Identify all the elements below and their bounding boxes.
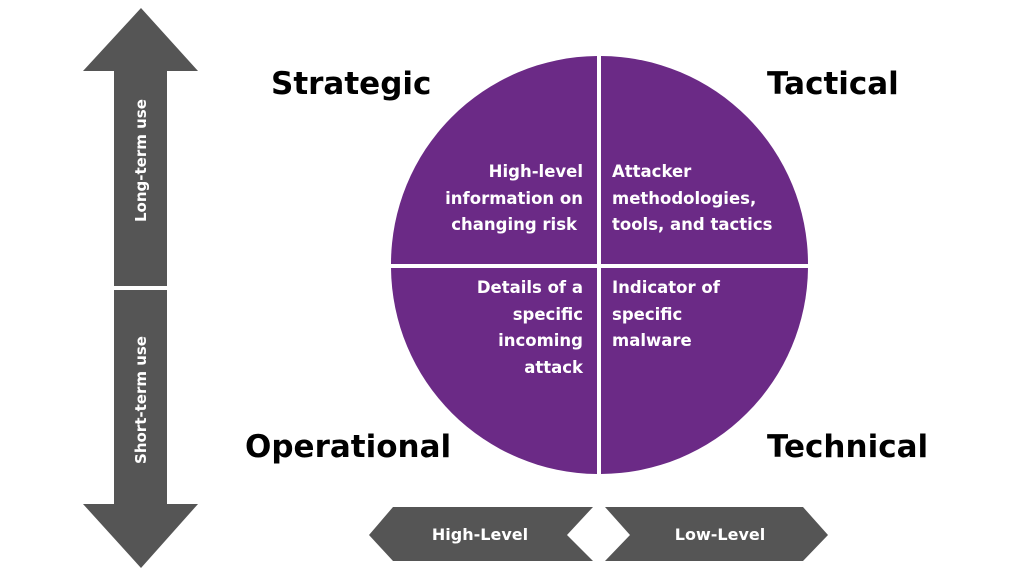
text-line: Attacker	[612, 162, 692, 181]
text-line: tools, and tactics	[612, 215, 773, 234]
short-term-use-label: Short-term use	[132, 336, 150, 464]
operational-description: Details of a specific incoming attack	[477, 275, 583, 381]
quadrant-bottom-right	[601, 268, 808, 474]
text-line: Details of a	[476, 278, 583, 297]
down-arrow-icon	[83, 290, 198, 568]
strategic-description: High-level information on changing risk	[445, 159, 583, 239]
high-level-label: High-Level	[431, 525, 529, 544]
low-level-label: Low-Level	[674, 525, 766, 544]
tactical-description: Attacker methodologies, tools, and tacti…	[612, 159, 772, 239]
text-line: specific	[612, 304, 683, 324]
quadrant-top-left	[391, 56, 597, 264]
operational-title: Operational	[245, 429, 452, 465]
text-line: malware	[612, 331, 692, 350]
long-term-use-label: Long-term use	[132, 99, 150, 222]
text-line: incoming	[498, 331, 583, 350]
technical-description: Indicator of specific malware	[612, 275, 720, 355]
technical-title: Technical	[767, 429, 929, 465]
up-arrow-icon	[83, 8, 198, 286]
right-arrow-icon	[605, 507, 828, 561]
text-line: Indicator of	[612, 278, 720, 297]
tactical-title: Tactical	[767, 66, 899, 102]
text-line: attack	[524, 357, 583, 377]
text-line: methodologies,	[612, 188, 757, 208]
text-line: information on	[445, 188, 583, 208]
left-arrow-icon	[369, 507, 593, 561]
text-line: High-level	[488, 162, 583, 181]
text-line: changing risk	[451, 215, 577, 234]
strategic-title: Strategic	[271, 66, 432, 102]
quadrant-top-right	[601, 56, 808, 264]
quadrant-bottom-left	[391, 268, 597, 474]
quadrant-circle	[391, 56, 808, 474]
text-line: specific	[512, 304, 583, 324]
